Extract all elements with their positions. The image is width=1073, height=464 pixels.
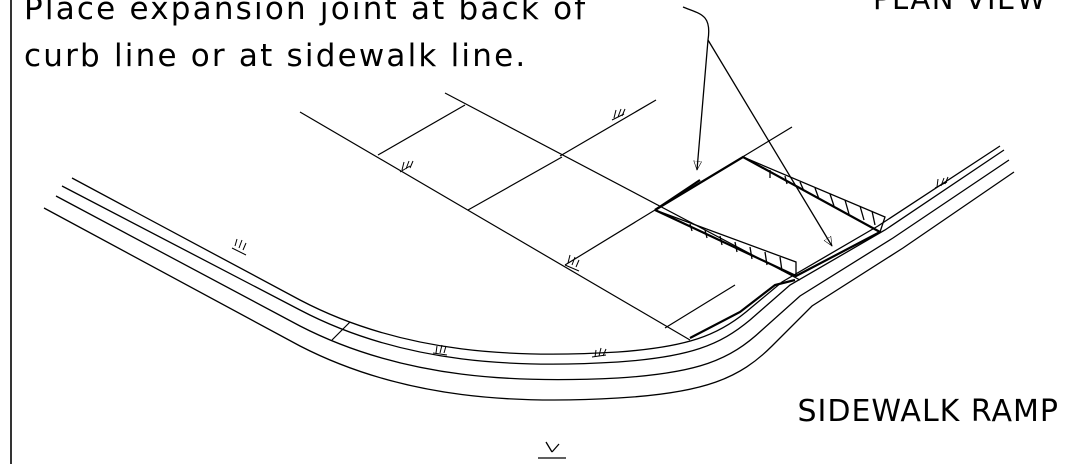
ramp-outline [654,155,883,339]
grass-legend-icon [538,441,566,459]
note-line-1: Place expansion joint at back of [24,0,588,27]
curb-lines [43,145,1015,401]
curb-break-mark [331,321,351,341]
sidewalk-joints [299,92,801,341]
grass-symbols [231,108,949,358]
view-title: PLAN VIEW [873,0,1047,16]
drawing-title: SIDEWALK RAMP [797,394,1059,429]
leader-arrows [682,6,833,246]
expansion-joint-note: Place expansion joint at back of curb li… [24,0,644,80]
note-line-2: curb line or at sidewalk line. [24,38,528,74]
